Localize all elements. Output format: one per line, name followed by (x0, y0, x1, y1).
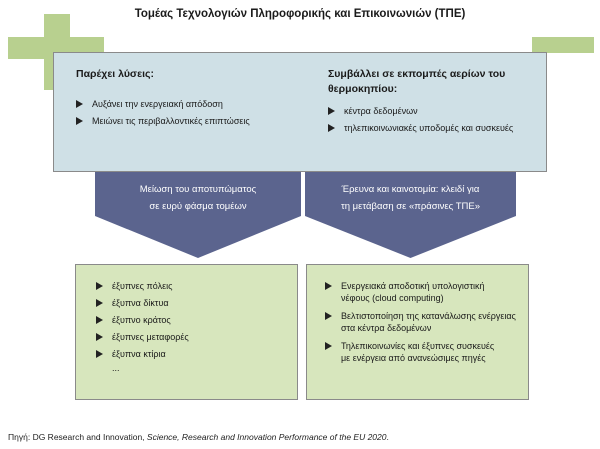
arrow-left-label: Μείωση του αποτυπώματος σε ευρύ φάσμα το… (139, 184, 257, 212)
triangle-bullet-icon (76, 100, 83, 108)
list-item: έξυπνες πόλεις (96, 280, 286, 292)
green-bar-right (532, 37, 594, 53)
top-right-heading-line2: θερμοκηπίου: (328, 83, 398, 95)
triangle-bullet-icon (325, 342, 332, 350)
top-right-heading-line1: Συμβάλλει σε εκπομπές αερίων του (328, 68, 506, 80)
triangle-bullet-icon (328, 124, 335, 132)
list-item: έξυπνες μεταφορές (96, 331, 286, 343)
top-left-list: Αυξάνει την ενεργειακή απόδοση Μειώνει τ… (76, 98, 296, 127)
triangle-bullet-icon (96, 350, 103, 358)
arrow-right-label: Έρευνα και καινοτομία: κλειδί για τη μετ… (341, 184, 480, 212)
triangle-bullet-icon (328, 107, 335, 115)
left-box-list: έξυπνες πόλεις έξυπνα δίκτυα έξυπνο κράτ… (96, 280, 286, 365)
triangle-bullet-icon (325, 312, 332, 320)
triangle-bullet-icon (96, 316, 103, 324)
list-item: έξυπνο κράτος (96, 314, 286, 326)
left-green-box: έξυπνες πόλεις έξυπνα δίκτυα έξυπνο κράτ… (75, 264, 298, 400)
top-left-column: Παρέχει λύσεις: Αυξάνει την ενεργειακή α… (76, 67, 296, 132)
top-box: Παρέχει λύσεις: Αυξάνει την ενεργειακή α… (53, 52, 547, 172)
list-item: έξυπνα δίκτυα (96, 297, 286, 309)
arrow-right (305, 172, 516, 258)
list-item: κέντρα δεδομένων (328, 105, 543, 117)
top-right-list: κέντρα δεδομένων τηλεπικοινωνιακές υποδο… (328, 105, 543, 134)
top-right-column: Συμβάλλει σε εκπομπές αερίων του θερμοκη… (328, 67, 543, 139)
triangle-bullet-icon (325, 282, 332, 290)
triangle-bullet-icon (96, 333, 103, 341)
arrow-left (95, 172, 301, 258)
triangle-bullet-icon (76, 117, 83, 125)
list-item: Βελτιστοποίηση της κατανάλωσης ενέργειας… (325, 310, 525, 334)
left-box-ellipsis: ... (112, 363, 120, 373)
diagram-title: Τομέας Τεχνολογιών Πληροφορικής και Επικ… (134, 8, 466, 20)
list-item: Μειώνει τις περιβαλλοντικές επιπτώσεις (76, 115, 296, 127)
triangle-bullet-icon (96, 299, 103, 307)
arrow-left-shape (95, 172, 301, 258)
list-item: έξυπνα κτίρια (96, 348, 286, 360)
source-note: Πηγή: DG Research and Innovation, Scienc… (8, 432, 389, 442)
triangle-bullet-icon (96, 282, 103, 290)
list-item: Αυξάνει την ενεργειακή απόδοση (76, 98, 296, 110)
arrow-right-shape (305, 172, 516, 258)
top-left-heading: Παρέχει λύσεις: (76, 68, 154, 80)
list-item: τηλεπικοινωνιακές υποδομές και συσκευές (328, 122, 543, 134)
